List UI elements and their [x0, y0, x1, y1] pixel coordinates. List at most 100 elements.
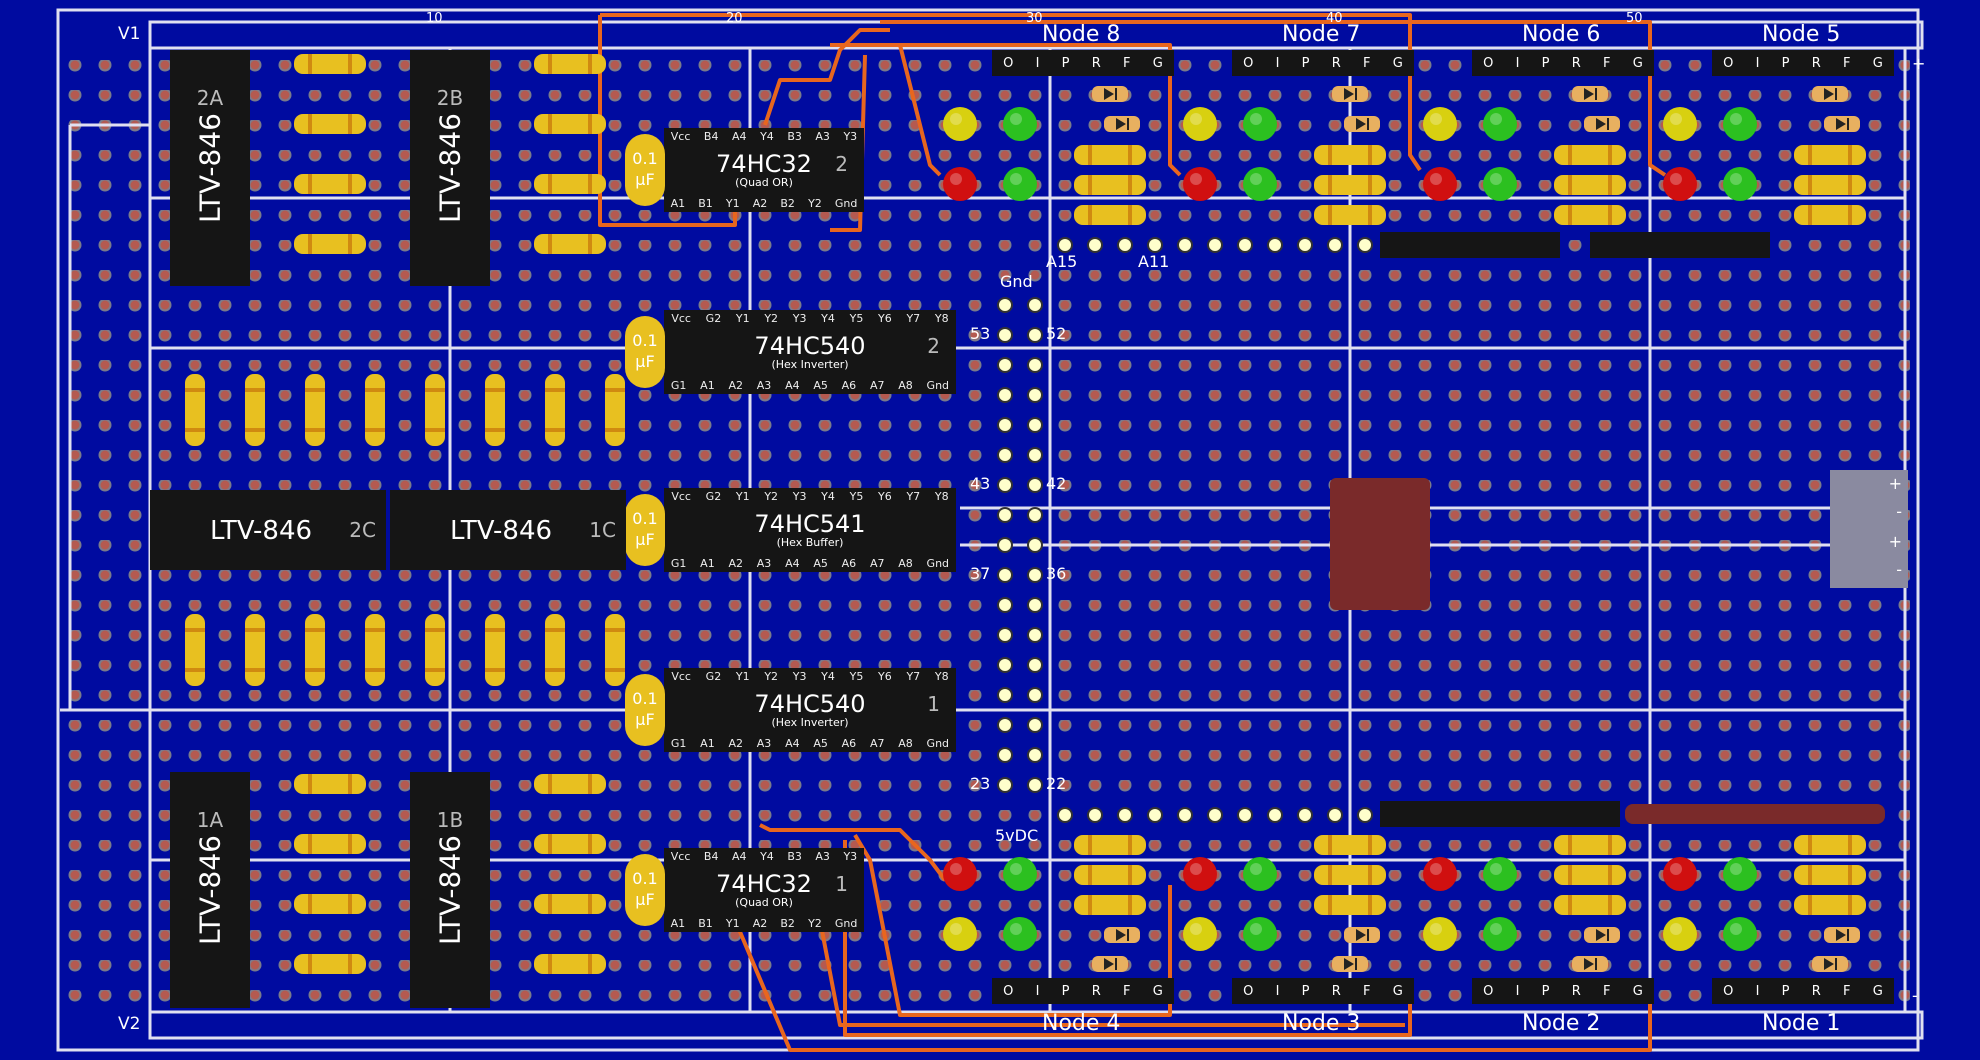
resistor — [1074, 895, 1146, 915]
led-green — [1723, 857, 1757, 891]
diodes — [1092, 86, 1860, 972]
chip-pin-label: A2 — [728, 379, 743, 392]
optocoupler-1b[interactable]: 1B LTV-846 — [410, 772, 490, 1008]
header-pin-label: O — [1003, 983, 1014, 999]
diode — [1824, 116, 1860, 132]
optocoupler-1c[interactable]: LTV-846 1C — [390, 490, 626, 570]
chip-pin-label: Y3 — [843, 130, 858, 143]
resistor — [534, 774, 606, 794]
chip-pin-label: Y5 — [849, 312, 864, 325]
resistor — [1314, 865, 1386, 885]
chip-pin-label: Y4 — [760, 850, 774, 863]
header-pin-label: F — [1843, 983, 1851, 999]
chip-pin-label: Y4 — [821, 670, 835, 683]
header-pin-label: R — [1811, 983, 1821, 999]
capacitor-unit: µF — [635, 170, 655, 189]
power-terminal-label: + — [1888, 474, 1902, 493]
pin-header-strip[interactable] — [1590, 232, 1770, 258]
chip-pin-label: Y7 — [906, 490, 921, 503]
chip-pin-label: A1 — [700, 379, 715, 392]
pin-label-a15: A15 — [1046, 252, 1078, 271]
jumper-pad — [1027, 627, 1043, 643]
optocoupler-2a[interactable]: 2A LTV-846 — [170, 50, 250, 286]
chip-pin-label: A8 — [898, 737, 913, 750]
diode — [1344, 116, 1380, 132]
header-pin-label: R — [1331, 983, 1341, 999]
header-pin-label: R — [1091, 55, 1101, 71]
jumper-pad — [1177, 807, 1193, 823]
chip-pin-label: Y4 — [821, 312, 835, 325]
led-yellow — [943, 107, 977, 141]
resistor — [1074, 205, 1146, 225]
node-label: Node 7 — [1282, 22, 1361, 47]
chip-pin-label: A3 — [815, 850, 830, 863]
header-pin-label: P — [1061, 983, 1070, 999]
jumper-pad — [997, 687, 1013, 703]
power-connector[interactable]: + - + - — [1830, 470, 1908, 588]
chip-pin-label: Vcc — [671, 312, 691, 325]
resistor — [485, 614, 505, 686]
jumper-pad — [1177, 237, 1193, 253]
pin-header-strip[interactable] — [1380, 232, 1560, 258]
resistor — [534, 954, 606, 974]
column-number: 40 — [1326, 11, 1343, 26]
header-pin-label: F — [1603, 983, 1611, 999]
pin-header-strip[interactable] — [1380, 801, 1620, 827]
led-green — [1483, 107, 1517, 141]
pin-number: 22 — [1046, 774, 1067, 793]
capacitor-value: 0.1 — [632, 149, 658, 169]
chip-pin-label: Y5 — [849, 490, 864, 503]
chip-pin-label: Y3 — [843, 850, 858, 863]
capacitor-value: 0.1 — [632, 331, 658, 351]
optocoupler-1a[interactable]: 1A LTV-846 — [170, 772, 250, 1008]
chip-pin-label: A5 — [813, 737, 828, 750]
led-green — [1723, 107, 1757, 141]
chip-pin-label: Y3 — [792, 312, 807, 325]
header-pin-label: I — [1755, 55, 1760, 71]
chip-pin-label: Gnd — [834, 197, 858, 210]
header-pin-label: I — [1035, 55, 1040, 71]
diode — [1584, 116, 1620, 132]
led-red — [1663, 857, 1697, 891]
header-pin-label: F — [1603, 55, 1611, 71]
header-pin-label: O — [1483, 983, 1494, 999]
optocoupler-2b[interactable]: 2B LTV-846 — [410, 50, 490, 286]
jumper-pad — [997, 717, 1013, 733]
column-number: 10 — [426, 11, 443, 26]
optocoupler-2c[interactable]: LTV-846 2C — [150, 490, 386, 570]
chip-pin-label: Y6 — [878, 490, 892, 503]
power-terminal-label: + — [1888, 532, 1902, 551]
resistor — [294, 954, 366, 974]
resistor — [294, 894, 366, 914]
jumper-pad — [1027, 567, 1043, 583]
led-green — [1243, 917, 1277, 951]
led-yellow — [943, 917, 977, 951]
resistor — [1074, 865, 1146, 885]
column-number: 30 — [1026, 11, 1043, 26]
chip-pin-label: Y1 — [725, 197, 740, 210]
jumper-pad — [997, 477, 1013, 493]
diode — [1572, 956, 1608, 972]
header-pin-label: F — [1123, 983, 1131, 999]
chip-pin-label: Y8 — [934, 490, 949, 503]
chip-pin-label: G2 — [705, 490, 722, 503]
capacitor-unit: µF — [635, 890, 655, 909]
